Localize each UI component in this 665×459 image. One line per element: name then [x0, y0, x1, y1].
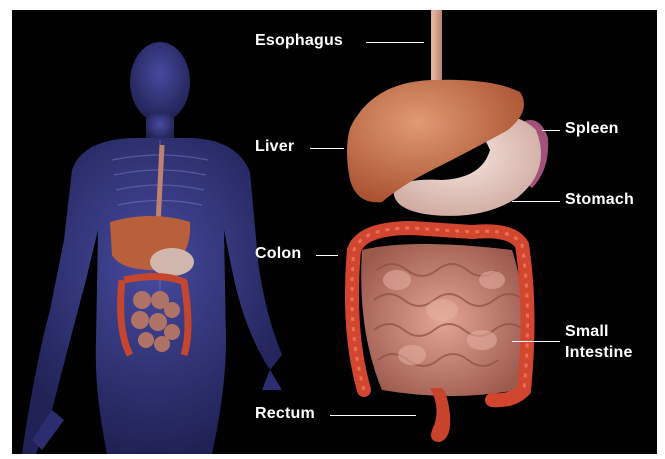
- leader-line-colon: [316, 255, 338, 256]
- label-colon: Colon: [255, 244, 301, 263]
- label-small-intestine-line1: Small: [565, 322, 609, 341]
- leader-line-small-intestine: [512, 341, 560, 342]
- body-silhouette: [22, 42, 282, 454]
- anatomy-illustration: Esophagus Liver Spleen Stomach Colon Sma…: [12, 10, 657, 454]
- label-stomach: Stomach: [565, 190, 634, 209]
- label-rectum: Rectum: [255, 404, 315, 423]
- leader-line-stomach: [512, 201, 560, 202]
- digestive-system-image: [12, 10, 657, 454]
- leader-line-liver: [310, 148, 344, 149]
- label-liver: Liver: [255, 137, 294, 156]
- label-small-intestine-line2: Intestine: [565, 343, 633, 362]
- small-intestine-organ: [361, 244, 524, 396]
- leader-line-rectum: [330, 415, 416, 416]
- leader-line-spleen: [542, 130, 560, 131]
- rectum-organ: [430, 388, 450, 442]
- label-spleen: Spleen: [565, 119, 619, 138]
- leader-line-esophagus: [366, 42, 424, 43]
- label-esophagus: Esophagus: [255, 31, 343, 50]
